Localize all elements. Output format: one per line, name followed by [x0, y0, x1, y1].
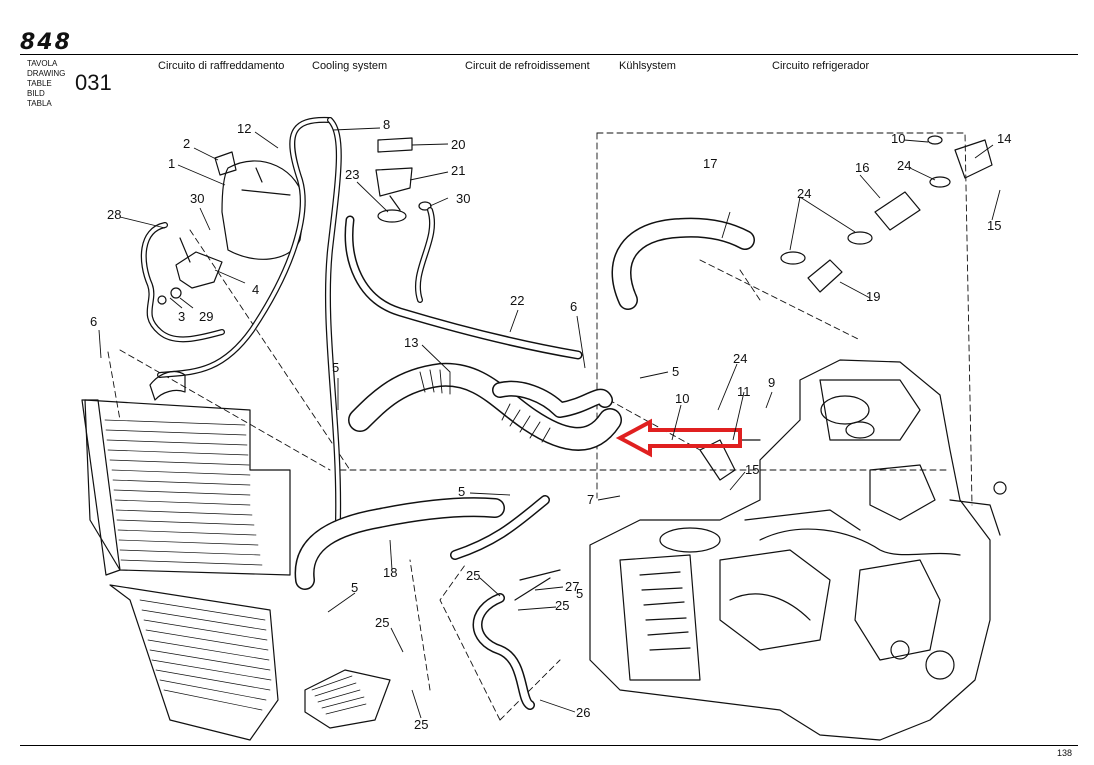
clamp-24: [847, 231, 873, 245]
clamp-24: [780, 251, 806, 265]
callout-label: 22: [510, 293, 524, 308]
callout-label: 16: [855, 160, 869, 175]
callout-label: 18: [383, 565, 397, 580]
fitting-16: [874, 191, 921, 231]
callout-label: 5: [351, 580, 358, 595]
table-label: DRAWING: [27, 69, 66, 78]
footer-rule: [20, 745, 1078, 746]
table-number: 031: [75, 70, 112, 95]
title-italian: Circuito di raffreddamento: [158, 60, 285, 72]
title-english: Cooling system: [312, 60, 388, 72]
callout-label: 29: [199, 309, 213, 324]
callout-label: 24: [797, 186, 811, 201]
title-french: Circuit de refroidissement: [465, 60, 590, 72]
callout-label: 12: [237, 121, 251, 136]
callout-label: 30: [456, 191, 470, 206]
callout-label: 23: [345, 167, 359, 182]
leader-lines: [98, 127, 1001, 719]
callout-label: 10: [891, 131, 905, 146]
callout-label: 15: [745, 462, 759, 477]
callout-label: 8: [383, 117, 390, 132]
callout-label: 21: [451, 163, 465, 178]
table-label: TABLE: [27, 79, 52, 88]
callout-label: 25: [414, 717, 428, 732]
clamp-23: [377, 209, 407, 223]
callout-label: 19: [866, 289, 880, 304]
callout-label: 5: [672, 364, 679, 379]
callout-label: 6: [90, 314, 97, 329]
callout-label: 9: [768, 375, 775, 390]
callout-label: 24: [897, 158, 911, 173]
callout-label: 10: [675, 391, 689, 406]
callout-label: 3: [178, 309, 185, 324]
engine-assembly: [589, 359, 1007, 741]
callout-label: 5: [332, 360, 339, 375]
callout-label: 27: [565, 579, 579, 594]
clamp-24: [929, 176, 951, 188]
callout-label: 25: [375, 615, 389, 630]
valve-14: [954, 139, 993, 179]
table-label-block: TAVOLA DRAWING TABLE BILD TABLA: [27, 59, 65, 109]
callout-label: 5: [458, 484, 465, 499]
callout-label: 24: [733, 351, 747, 366]
screw: [157, 295, 167, 305]
title-spanish: Circuito refrigerador: [772, 60, 870, 72]
highlight-arrow: [615, 418, 742, 458]
hose-22-outline: [344, 215, 583, 360]
oil-cooler: [304, 669, 391, 729]
callout-label: 2: [183, 136, 190, 151]
callout-label: 13: [404, 335, 418, 350]
callout-label: 20: [451, 137, 465, 152]
assembly-guides: [107, 132, 973, 721]
callout-label: 5: [576, 586, 583, 601]
table-label: TABLA: [27, 99, 52, 108]
callout-label: 4: [252, 282, 259, 297]
clamp-10: [927, 135, 943, 145]
callout-label: 28: [107, 207, 121, 222]
callout-label: 30: [190, 191, 204, 206]
callout-label: 17: [703, 156, 717, 171]
cap-20: [377, 137, 413, 153]
fitting-19: [807, 259, 843, 293]
callout-label: 11: [737, 384, 751, 399]
title-german: Kühlsystem: [619, 60, 676, 72]
bracket-bolt: [179, 237, 191, 263]
neck-21: [375, 167, 413, 197]
tank-bracket: [175, 251, 223, 289]
header-rule: [20, 54, 1078, 55]
callout-label: 7: [587, 492, 594, 507]
table-label: BILD: [27, 89, 45, 98]
callout-label: 26: [576, 705, 590, 720]
callout-label: 14: [997, 131, 1011, 146]
callout-label: 15: [987, 218, 1001, 233]
callout-label: 6: [570, 299, 577, 314]
callout-label: 25: [555, 598, 569, 613]
callout-label: 25: [466, 568, 480, 583]
washer: [170, 287, 182, 299]
table-label: TAVOLA: [27, 59, 58, 68]
page-number: 138: [1056, 748, 1072, 758]
callout-label: 1: [168, 156, 175, 171]
expansion-tank: [214, 151, 306, 260]
radiator: [81, 371, 291, 741]
callout-labels: 1 2 3 4 5 5 5 5 5 6 6 7 8 9 10 10 11 12 …: [90, 117, 1011, 732]
model-logo: 848: [20, 30, 72, 55]
